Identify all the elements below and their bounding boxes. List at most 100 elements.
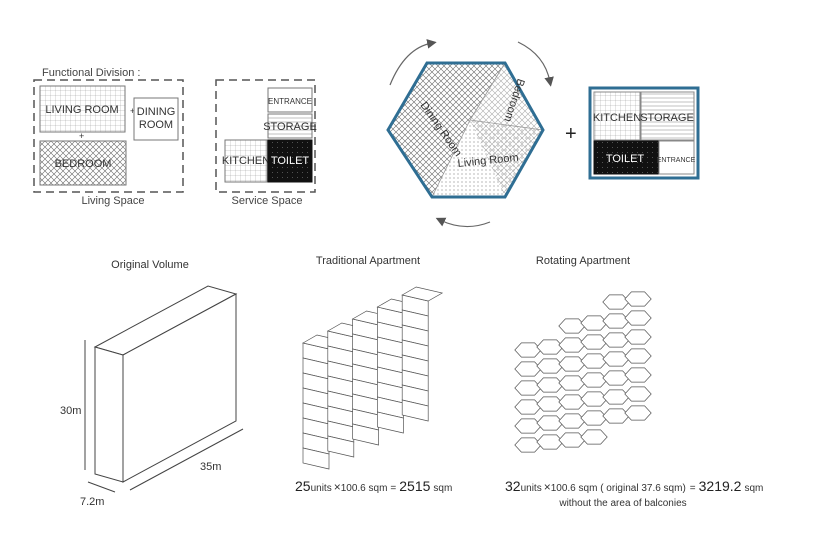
bedroom-block	[39, 140, 127, 186]
rotating-block	[514, 291, 652, 453]
trad-unit-area: 100.6 sqm	[341, 483, 388, 494]
rotating-unit-hex	[514, 437, 542, 453]
hex-dining-sector	[388, 63, 505, 197]
dining-room-label-2: ROOM	[139, 119, 173, 131]
rotating-unit-hex	[558, 413, 586, 429]
functional-division-label: Functional Division :	[42, 67, 140, 79]
rotating-title: Rotating Apartment	[536, 255, 630, 267]
rot-units-number: 32	[505, 478, 521, 494]
sb-kitchen-label: KITCHEN	[593, 112, 641, 124]
dining-room-label-1: DINING	[137, 106, 176, 118]
storage-label: STORAGE	[263, 121, 317, 133]
traditional-block	[302, 286, 444, 470]
bedroom-label: BEDROOM	[55, 158, 112, 170]
rot-total-number: 3219.2	[699, 478, 742, 494]
living-plus-2: +	[79, 131, 84, 141]
original-volume-title: Original Volume	[111, 259, 189, 271]
sb-storage-label: STORAGE	[640, 112, 694, 124]
rotating-unit-hex	[602, 332, 630, 348]
sb-storage-block	[640, 91, 695, 141]
rotating-unit-hex	[624, 367, 652, 383]
traditional-unit-top	[401, 286, 444, 302]
rotation-arrow-top-right	[517, 41, 554, 87]
rotating-unit-hex	[536, 358, 564, 374]
entrance-label: ENTRANCE	[268, 97, 312, 106]
rotating-unit-hex	[580, 315, 608, 331]
sb-toilet-label: TOILET	[606, 153, 645, 165]
storage-block	[267, 113, 313, 139]
rotating-unit-hex	[558, 394, 586, 410]
rotating-unit-hex	[536, 415, 564, 431]
rotating-unit-hex	[580, 353, 608, 369]
service-space-caption: Service Space	[232, 195, 303, 207]
traditional-unit-face	[352, 423, 379, 446]
rotating-unit-hex	[580, 410, 608, 426]
rotation-arrow-bottom	[435, 217, 491, 228]
traditional-unit-face	[401, 399, 429, 422]
rotating-unit-hex	[624, 310, 652, 326]
living-room-block	[39, 85, 126, 133]
depth-dim-line	[87, 481, 116, 493]
kitchen-label: KITCHEN	[222, 155, 270, 167]
trad-total-unit: sqm	[433, 483, 452, 494]
rotating-note: without the area of balconies	[558, 498, 686, 509]
trad-units-word: units	[311, 483, 332, 494]
traditional-unit-face	[302, 447, 330, 470]
living-plus-1: +	[130, 106, 135, 116]
kitchen-block	[224, 139, 268, 183]
rotating-unit-hex	[536, 396, 564, 412]
rotating-unit-hex	[514, 361, 542, 377]
width-dim-line	[129, 428, 244, 491]
toilet-label: TOILET	[271, 155, 310, 167]
rotating-unit-hex	[580, 372, 608, 388]
sb-entrance-block	[658, 140, 695, 175]
rotating-unit-hex	[580, 429, 608, 445]
plus-sign: +	[565, 123, 577, 145]
service-space-frame	[215, 79, 316, 193]
sb-entrance-label: ENTRANCE	[657, 157, 696, 164]
height-label: 30m	[60, 405, 81, 417]
living-space-caption: Living Space	[82, 195, 145, 207]
rotating-unit-hex	[602, 351, 630, 367]
original-volume-box	[93, 285, 238, 483]
rotating-unit-hex	[558, 318, 586, 334]
rotating-unit-hex	[536, 434, 564, 450]
rotating-unit-hex	[624, 291, 652, 307]
rotating-unit-hex	[602, 389, 630, 405]
dining-room-block	[133, 97, 179, 141]
traditional-unit-face	[327, 435, 355, 458]
rotating-unit-hex	[602, 313, 630, 329]
sb-kitchen-block	[593, 91, 641, 141]
rotating-unit-hex	[558, 337, 586, 353]
hexagon-outline	[386, 61, 545, 199]
width-label: 35m	[200, 461, 221, 473]
rotating-unit-hex	[624, 348, 652, 364]
rotating-unit-hex	[558, 432, 586, 448]
traditional-title: Traditional Apartment	[316, 255, 420, 267]
rot-times: ×	[544, 480, 551, 494]
rot-equals: =	[690, 483, 696, 494]
rot-unit-area: 100.6 sqm ( original 37.6 sqm)	[551, 483, 686, 494]
rot-total-unit: sqm	[744, 483, 763, 494]
trad-times: ×	[334, 480, 341, 494]
rotating-unit-hex	[514, 342, 542, 358]
sb-toilet-block	[593, 140, 659, 175]
rotating-unit-hex	[624, 329, 652, 345]
rotating-formula: 32units×100.6 sqm ( original 37.6 sqm) =3…	[505, 478, 763, 494]
rotating-unit-hex	[514, 399, 542, 415]
rot-units-word: units	[521, 483, 542, 494]
rotating-unit-hex	[536, 377, 564, 393]
depth-label: 7.2m	[80, 496, 104, 508]
rotating-unit-hex	[514, 418, 542, 434]
rotating-unit-hex	[580, 391, 608, 407]
trad-total-number: 2515	[399, 478, 430, 494]
rotating-unit-hex	[602, 408, 630, 424]
toilet-block	[267, 139, 313, 183]
rotating-unit-hex	[514, 380, 542, 396]
trad-units-number: 25	[295, 478, 311, 494]
rotating-unit-hex	[580, 334, 608, 350]
living-room-label: LIVING ROOM	[45, 104, 118, 116]
